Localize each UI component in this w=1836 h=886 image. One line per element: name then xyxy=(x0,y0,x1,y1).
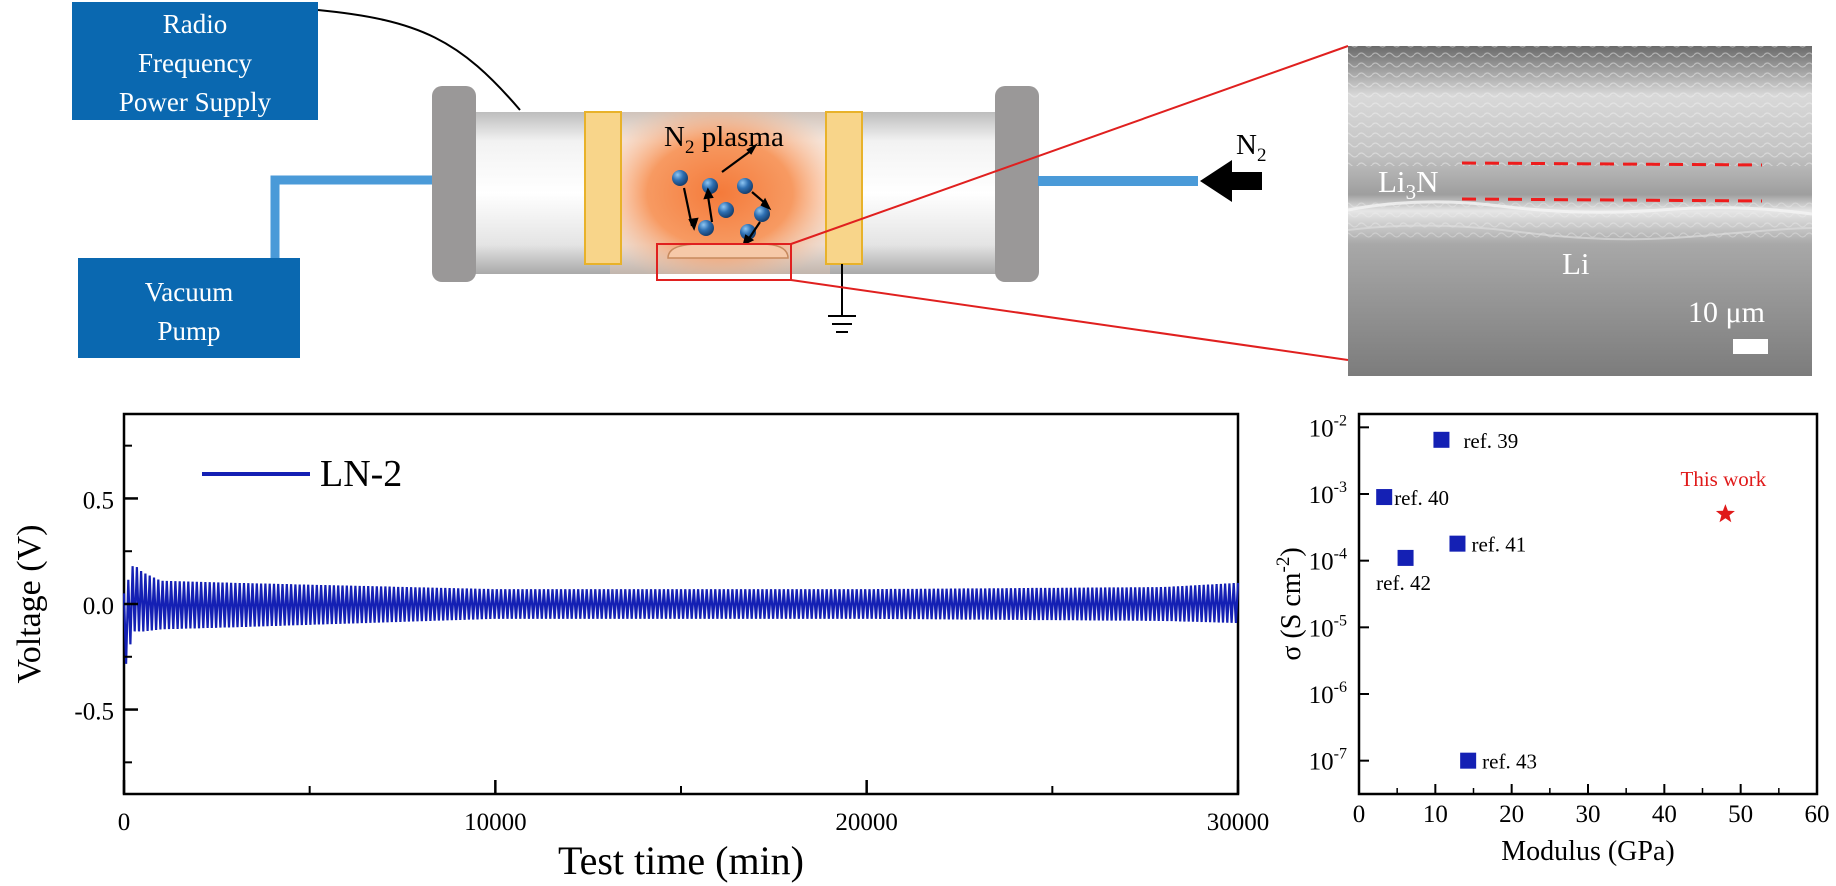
scatter-label-ref-40: ref. 40 xyxy=(1394,486,1449,510)
rf-label-line-1: Radio xyxy=(163,9,228,39)
scatter-x-tick-label: 10 xyxy=(1423,801,1448,828)
scatter-point-ref-40 xyxy=(1376,489,1393,506)
scatter-label-ref-41: ref. 41 xyxy=(1471,533,1526,557)
scatter-y-tick-label: 10-3 xyxy=(1309,479,1347,509)
nitrogen-molecules xyxy=(672,170,770,240)
tube-endcap-left xyxy=(432,86,476,282)
electrode-left xyxy=(584,111,622,265)
voltage-x-tick-label: 30000 xyxy=(1207,809,1270,836)
legend-label-ln-2: LN-2 xyxy=(320,453,402,495)
rf-power-supply-box: Radio Frequency Power Supply xyxy=(72,2,318,120)
li3n-lower-boundary xyxy=(1461,197,1763,203)
scatter-x-tick-label: 50 xyxy=(1728,801,1753,828)
voltage-x-tick-label: 20000 xyxy=(835,809,898,836)
gas-inlet-arrow-icon xyxy=(1200,160,1262,202)
scatter-x-tick-label: 40 xyxy=(1652,801,1677,828)
voltage-x-tick-label: 10000 xyxy=(464,809,527,836)
scale-bar-label: 10 μm xyxy=(1688,296,1765,329)
voltage-x-axis-title: Test time (min) xyxy=(558,838,804,883)
scatter-points: ref. 39 ref. 40 ref. 41 ref. 42 ref. 43 This … xyxy=(1376,429,1767,774)
scatter-y-tick-label: 10-6 xyxy=(1309,679,1347,709)
li3n-layer-label: Li3N xyxy=(1378,164,1438,204)
sem-micrograph: Li3N Li 10 μm xyxy=(1347,46,1813,376)
plasma-label: N2 plasma xyxy=(664,121,784,158)
scatter-x-tick-label: 0 xyxy=(1353,801,1366,828)
voltage-y-tick-label: 0.5 xyxy=(83,487,114,514)
gas-label: N2 xyxy=(1236,129,1266,166)
vacuum-label-line-1: Vacuum xyxy=(145,277,233,307)
rf-label-line-3: Power Supply xyxy=(119,87,272,117)
series-ln-2-oscillation xyxy=(122,566,1240,664)
scatter-label-this-work: This work xyxy=(1681,467,1767,491)
conductivity-modulus-chart: 0 10 20 30 40 50 60 10-2 10-3 10-4 10-5 10-6 10-7 re… xyxy=(1273,412,1830,867)
rf-cable xyxy=(317,9,521,111)
tube-endcap-right xyxy=(995,86,1039,282)
plasma-schematic: Radio Frequency Power Supply Vacuum Pump… xyxy=(72,2,1349,361)
scatter-label-ref-43: ref. 43 xyxy=(1482,750,1537,774)
scatter-x-tick-label: 30 xyxy=(1576,801,1601,828)
gas-inlet-line xyxy=(1038,176,1198,186)
scale-bar xyxy=(1733,339,1768,354)
sample-highlight-box xyxy=(656,243,792,281)
scatter-point-ref-41 xyxy=(1449,535,1466,552)
voltage-y-tick-label: 0.0 xyxy=(83,593,114,620)
lithium-sample-boat xyxy=(667,243,789,259)
rf-label-line-2: Frequency xyxy=(138,48,252,78)
scatter-y-tick-label: 10-4 xyxy=(1309,546,1347,576)
zoom-line-top xyxy=(790,45,1349,245)
molecule-motion-arrows xyxy=(682,143,772,247)
electrode-right xyxy=(825,111,863,265)
voltage-y-axis-title: Voltage (V) xyxy=(11,525,48,684)
scatter-y-tick-label: 10-2 xyxy=(1309,412,1347,442)
scatter-x-tick-label: 60 xyxy=(1805,801,1830,828)
ground-icon xyxy=(828,264,856,333)
scatter-point-this-work xyxy=(1715,504,1735,523)
scatter-point-ref-42 xyxy=(1397,549,1414,566)
li-layer-label: Li xyxy=(1562,246,1590,281)
scatter-y-axis-title: σ (S cm-2) xyxy=(1273,547,1307,660)
scatter-x-tick-label: 20 xyxy=(1499,801,1524,828)
li3n-upper-boundary xyxy=(1461,161,1763,167)
scatter-label-ref-42: ref. 42 xyxy=(1376,571,1431,595)
scatter-y-tick-label: 10-7 xyxy=(1309,746,1347,776)
voltage-x-tick-label: 0 xyxy=(118,809,131,836)
scatter-point-ref-43 xyxy=(1460,752,1477,769)
voltage-axis-ticks: 0 10000 20000 30000 0.5 0.0 -0.5 xyxy=(74,444,1270,836)
zoom-line-bottom xyxy=(790,279,1349,361)
vacuum-pump-box: Vacuum Pump xyxy=(78,258,300,358)
vacuum-line xyxy=(270,175,440,258)
voltage-chart: LN-2 0 10000 20000 30000 0.5 0.0 -0.5 Test tim… xyxy=(11,412,1270,883)
scatter-label-ref-39: ref. 39 xyxy=(1463,429,1518,453)
scatter-point-ref-39 xyxy=(1433,431,1450,448)
voltage-y-tick-label: -0.5 xyxy=(74,699,114,726)
scatter-axis-ticks: 0 10 20 30 40 50 60 10-2 10-3 10-4 10-5 10-6 10-7 xyxy=(1309,412,1830,828)
scatter-y-tick-label: 10-5 xyxy=(1309,612,1347,642)
scatter-x-axis-title: Modulus (GPa) xyxy=(1501,836,1674,867)
vacuum-label-line-2: Pump xyxy=(157,316,220,346)
